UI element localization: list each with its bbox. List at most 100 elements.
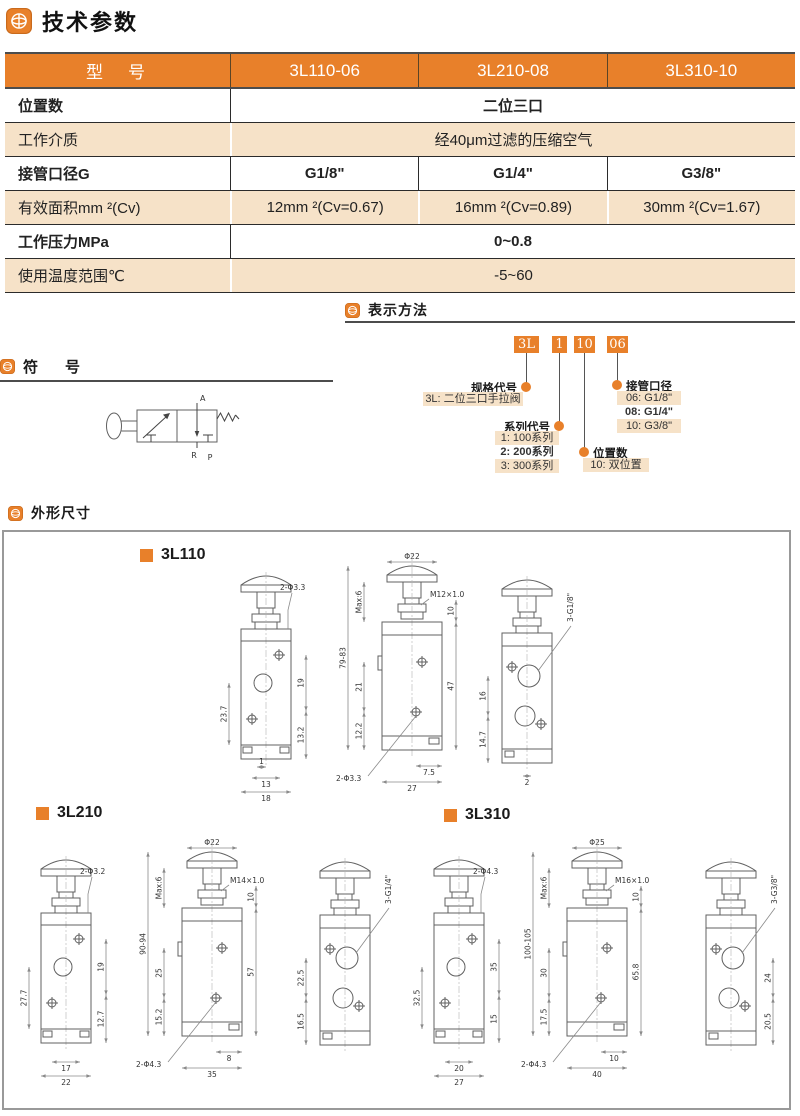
dim-label: 27.7 [19,989,28,1006]
dim-label: 1 [259,757,264,766]
dim-label: 2-Φ3.2 [80,867,106,876]
dim-label: 27 [407,784,417,793]
group-label-position: 位置数 [593,448,628,460]
dim-label: 19 [296,678,305,688]
dim-label: 30 [539,968,548,978]
port-label-r: R [191,451,197,460]
dim-label: 79-83 [338,647,347,669]
bullet-square-icon [140,548,153,562]
dim-label: Max:6 [354,590,363,613]
bullet-square-icon [444,808,457,822]
dim-label: 47 [446,681,455,691]
coding-title: 表示方法 [368,302,428,318]
dim-label: 24 [763,973,772,983]
dim-label: 18 [261,794,271,803]
port-label-a: A [200,394,206,403]
spec-row-label: 位置数 [18,98,64,115]
dim-label: 2 [525,778,530,787]
code-box-series: 1 [552,336,567,353]
group-label-port: 接管口径 [626,381,672,393]
model-label: 3L210 [36,804,102,822]
dim-label: 2-Φ3.3 [280,583,306,592]
symbol-section: 符 号 A R P [0,356,335,486]
dim-label: 2-Φ4.3 [521,1060,547,1069]
drawings-title: 外形尺寸 [31,505,91,521]
option-item: 06: G1/8" [617,391,681,405]
table-header-cell: 3L210-08 [418,54,606,87]
spec-row: 位置数二位三口 [5,89,795,123]
option-item: 10: 双位置 [583,458,649,472]
dim-label: M14×1.0 [230,876,264,885]
spec-row-label: 有效面积mm ²(Cv) [18,200,141,217]
spec-row-label: 工作压力MPa [18,234,109,251]
spec-row-value: -5~60 [230,259,795,292]
bullet-square-icon [36,806,49,820]
divider [0,380,333,382]
drawings-header: 外形尺寸 [8,503,91,523]
coding-section: 表示方法 3L 1 10 06 规格代号 系列代号 位置数 接管口径 3L: 二… [345,300,798,495]
dim-label: 2-Φ3.3 [336,774,362,783]
model-name: 3L310 [465,806,511,823]
dim-label: 65.8 [631,963,640,980]
3L110-side-view: 3-G1/8" 16 14.7 2 [478,576,575,787]
page-title: 技术参数 [42,10,139,35]
dim-label: Max:6 [539,876,548,899]
symbol-title: 符 号 [23,358,87,376]
brand-globe-icon [0,358,15,374]
brand-globe-icon [8,505,23,521]
connector-dot [579,447,589,457]
coding-header: 表示方法 [345,300,798,320]
brand-globe-icon [6,8,32,34]
dim-label: 16.5 [296,1013,305,1030]
dim-label: 57 [246,967,255,977]
spec-row: 使用温度范围℃-5~60 [5,259,795,293]
dim-label: 7.5 [423,768,435,777]
dim-label: 2-Φ4.3 [473,867,499,876]
dim-label: 14.7 [478,731,487,748]
connector-line [584,353,585,451]
dim-label: 10 [246,892,255,902]
connector-dot [521,382,531,392]
dim-label: 16 [478,691,487,701]
spec-cell: 16mm ²(Cv=0.89) [418,191,606,224]
dim-label: 32.5 [412,989,421,1006]
option-item: 3: 300系列 [495,459,559,473]
dim-label: 12.2 [354,722,363,739]
dim-label: 10 [631,892,640,902]
code-box-port: 06 [607,336,628,353]
dim-label: 35 [489,962,498,972]
3L310-center-view: Φ25M16×1.0100-105Max:63017.51065.82-Φ4.3… [521,838,649,1079]
port-label-p: P [208,453,213,462]
dim-label: 13.2 [296,726,305,743]
option-item: 08: G1/4" [617,405,681,419]
page-header: 技术参数 [6,5,138,37]
dim-label: 3-G1/8" [566,593,575,622]
3L210-side-view: 3-G1/4"22.516.5 [296,858,393,1052]
divider [345,321,795,323]
dim-label: 23.7 [219,705,228,722]
option-item: 10: G3/8" [617,419,681,433]
dim-label: 17 [61,1064,71,1073]
connector-dot [612,380,622,390]
table-header-cell: 3L110-06 [230,54,418,87]
symbol-header: 符 号 [0,356,335,376]
dim-label: 90-94 [138,933,147,955]
spec-cell: 12mm ²(Cv=0.67) [230,191,418,224]
option-item: 2: 200系列 [495,445,559,459]
